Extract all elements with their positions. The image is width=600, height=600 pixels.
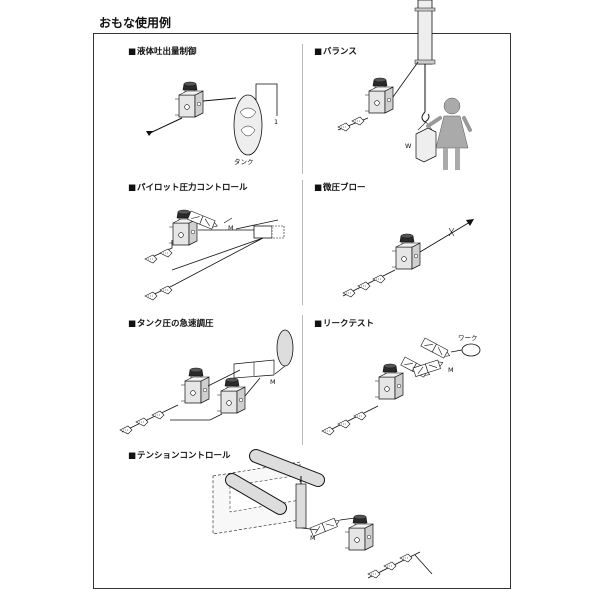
air-supply-line	[149, 117, 183, 134]
panel-title-liquid-discharge: 液体吐出量制御	[128, 45, 197, 57]
cylinder-icon	[295, 483, 307, 529]
panel-title-balance: バランス	[314, 45, 357, 57]
outlet-pipe	[255, 83, 278, 116]
regulator	[391, 233, 421, 270]
panel-title-tank-pressure: タンク圧の急速調圧	[128, 317, 214, 329]
svg-text:M: M	[270, 378, 276, 386]
tank-icon	[276, 329, 294, 367]
panel-title-pilot-pressure: パイロット圧力コントロール	[128, 181, 248, 193]
tank-pipe	[202, 97, 237, 102]
panel-title-leak-test: リークテスト	[314, 317, 374, 329]
weight-label: W	[405, 142, 412, 150]
blow-line	[419, 221, 471, 253]
weight-icon	[415, 127, 437, 163]
panel-title-tension-control: テンションコントロール	[128, 449, 231, 461]
regulator	[344, 514, 374, 551]
page-title: おもな使用例	[99, 16, 172, 30]
roller-icon	[249, 449, 325, 487]
leak-test-diagram: M ワーク	[321, 334, 481, 436]
regulator	[180, 367, 210, 404]
svg-text:M: M	[310, 534, 316, 542]
pilot-pressure-diagram: M	[144, 209, 285, 301]
column-divider-3	[302, 315, 303, 445]
person-icon	[426, 97, 472, 170]
outlet-label: 1	[274, 118, 278, 126]
balance-diagram: W	[337, 0, 472, 170]
roller-icon	[225, 473, 287, 515]
diagram-frame	[93, 33, 511, 589]
regulator	[364, 77, 394, 114]
tank-icon	[233, 94, 263, 156]
svg-text:M: M	[448, 366, 454, 374]
panel-title-micro-blow: 微圧ブロー	[314, 181, 366, 193]
tank-pressure-diagram: M	[119, 329, 294, 435]
hook-icon	[421, 111, 430, 123]
pilot-valve-icon	[253, 225, 273, 239]
svg-text:M: M	[228, 224, 234, 232]
work-label: ワーク	[458, 334, 478, 342]
regulator	[374, 363, 404, 400]
column-divider-1	[302, 44, 303, 174]
pilot-line	[235, 219, 279, 230]
tank-label: タンク	[234, 157, 254, 166]
column-divider-2	[302, 180, 303, 305]
regulator	[216, 377, 246, 414]
micro-blow-diagram	[342, 219, 474, 298]
liquid-discharge-diagram: タンク 1	[146, 81, 278, 166]
regulator	[174, 81, 204, 118]
tension-control-diagram: M	[212, 449, 433, 579]
work-icon	[461, 343, 481, 357]
